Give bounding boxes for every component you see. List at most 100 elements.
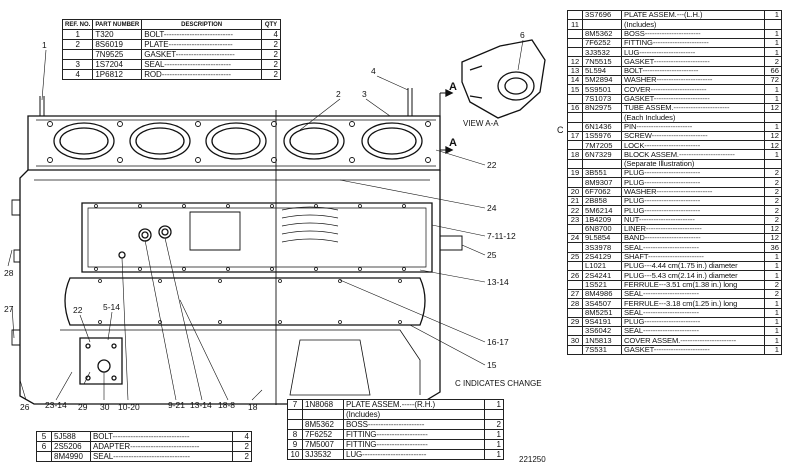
callout-27: 27 — [4, 304, 14, 314]
part-number-cell: 7S531 — [582, 344, 622, 356]
leader-dots: ----------------------- — [644, 168, 701, 178]
description-cell: NUT----------------------- — [621, 214, 765, 225]
ref-cell: 19 — [567, 168, 583, 179]
qty-cell: 1 — [764, 37, 782, 49]
leader-dots: ----------------------- — [650, 84, 707, 94]
qty-cell: 1 — [764, 93, 782, 104]
ref-cell — [567, 223, 583, 235]
callout-15: 15 — [487, 360, 497, 370]
callout-24: 24 — [487, 203, 497, 213]
leader-dots: ----------------------- — [638, 215, 695, 224]
ref-cell: 18 — [567, 149, 583, 160]
view-label: VIEW A-A — [463, 119, 499, 128]
part-number-cell: 2S4241 — [582, 270, 622, 281]
part-number-cell: 5S9501 — [582, 84, 622, 95]
qty-cell: 66 — [764, 65, 782, 77]
description-cell: PLUG----------------------- — [621, 168, 765, 179]
description-cell: BOSS----------------------- — [621, 28, 765, 39]
part-number-cell: L1021 — [582, 260, 622, 272]
qty-cell — [764, 112, 782, 123]
part-number-cell: 9S4191 — [582, 316, 622, 328]
description-cell: (Includes) — [621, 19, 765, 30]
callout-22a: 22 — [487, 160, 497, 170]
part-number-cell: 7S1073 — [582, 93, 622, 104]
description-cell: FITTING----------------------- — [621, 37, 765, 49]
section-arrow-top: A — [449, 81, 457, 93]
header-qty: QTY — [261, 19, 281, 30]
leader-dots: ----------------------- — [644, 196, 701, 206]
description-cell: PLUG----------------------- — [621, 316, 765, 328]
ref-cell — [567, 242, 583, 253]
leader-dots: ----------------------- — [673, 103, 730, 113]
ref-cell: 29 — [567, 316, 583, 328]
qty-cell: 1 — [764, 28, 782, 39]
leader-dots: ----------------------- — [656, 187, 713, 196]
ref-cell: 22 — [567, 205, 583, 216]
qty-cell: 1 — [764, 84, 782, 95]
leader-dots: ----------------------- — [652, 38, 709, 48]
callout-25: 25 — [487, 250, 497, 260]
qty-cell: 1 — [764, 326, 782, 337]
ref-cell — [567, 140, 583, 151]
part-number-cell: 1N5813 — [582, 335, 622, 346]
callout-leaders — [7, 39, 524, 401]
ref-cell — [567, 344, 583, 356]
ref-cell: 17 — [567, 130, 583, 142]
qty-cell: 2 — [764, 177, 782, 188]
cylinder-bores — [53, 122, 423, 160]
callout-13-14b: 13-14 — [190, 400, 212, 410]
part-number-cell: 6F7062 — [582, 186, 622, 197]
part-number-cell: 3S7696 — [582, 9, 622, 21]
table-row: 11(Includes) — [567, 19, 782, 30]
leader-dots: --- — [644, 261, 652, 271]
description-cell: PLUG----------------------- — [621, 177, 765, 188]
qty-cell: 1 — [764, 307, 782, 318]
ref-cell: 27 — [567, 288, 583, 300]
qty-cell: 1 — [764, 270, 782, 281]
ref-cell: 16 — [567, 102, 583, 114]
description-cell: GASKET----------------------- — [621, 93, 765, 104]
callout-26: 26 — [20, 402, 30, 412]
callout-16-17: 16-17 — [487, 337, 509, 347]
qty-cell: 12 — [764, 223, 782, 235]
part-number-cell: 3B551 — [582, 168, 622, 179]
description-cell: SHAFT----------------------- — [621, 251, 765, 263]
qty-cell: 1 — [764, 47, 782, 58]
description-cell: PIN----------------------- — [621, 121, 765, 132]
ref-cell — [567, 177, 583, 188]
qty-cell: 1 — [764, 149, 782, 160]
part-number-cell: 1B4209 — [582, 214, 622, 225]
leader-dots: ----------------------- — [680, 335, 737, 345]
qty-cell — [764, 158, 782, 170]
callout-29: 29 — [78, 402, 88, 412]
part-number-cell: 5M2894 — [582, 75, 622, 86]
description-cell: (Separate Illustration) — [621, 158, 765, 170]
part-number-cell: 1S521 — [582, 279, 622, 290]
leader-dots: ----------------------- — [643, 242, 699, 252]
leader-dots: ----------------------- — [651, 131, 708, 141]
callout-numbers: 1 2 3 4 6 22 24 7-11-12 25 13-14 16-17 1… — [4, 30, 564, 464]
ref-cell: 25 — [567, 251, 583, 263]
header-desc: DESCRIPTION — [141, 19, 262, 30]
part-number-cell: 9L5854 — [582, 233, 622, 244]
qty-cell — [764, 19, 782, 30]
callout-30: 30 — [100, 402, 110, 412]
ref-cell: 21 — [567, 195, 583, 207]
table-row: (Each Includes) — [567, 112, 782, 123]
description-cell: PLATE ASSEM.---(L.H.) — [621, 9, 765, 21]
qty-cell: 2 — [764, 168, 782, 179]
leader-dots: ----------------------- — [653, 345, 710, 355]
leader-dots: ----------------------- — [644, 140, 701, 150]
part-number-cell: 8M9307 — [582, 177, 622, 188]
